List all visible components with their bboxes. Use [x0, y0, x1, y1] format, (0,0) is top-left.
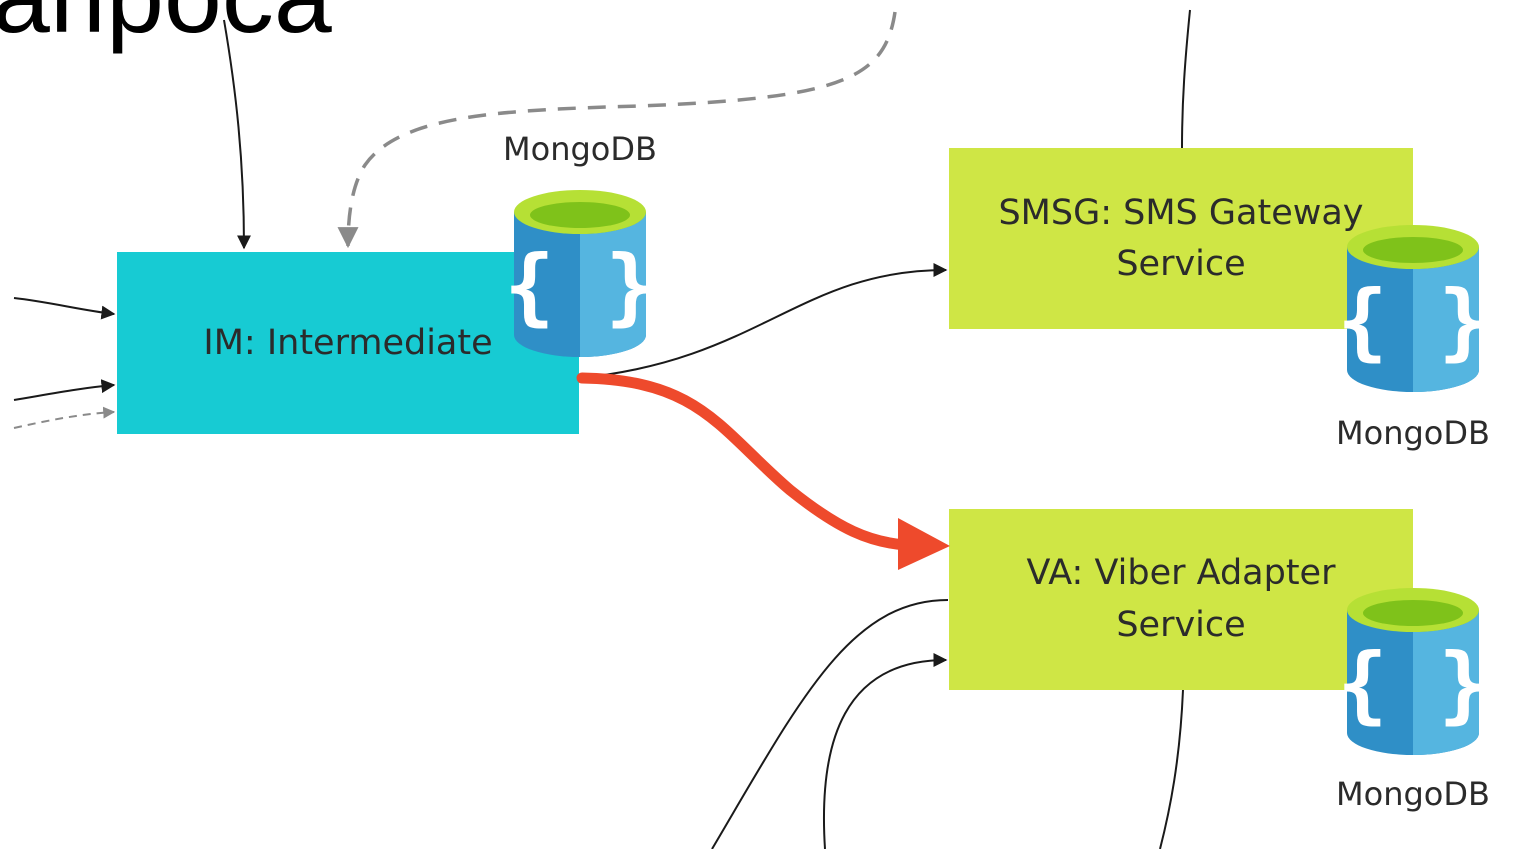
line-va-out-down	[711, 599, 949, 849]
line-top-to-smsg	[1181, 9, 1191, 149]
incoming-arrow-left-1	[13, 297, 116, 320]
title-fragment: апроса	[0, 0, 332, 55]
highlight-arrow-im-to-va	[576, 372, 911, 551]
node-va: VA: Viber Adapter Service	[949, 509, 1413, 690]
node-im-box	[117, 252, 579, 434]
va-db-label: MongoDB	[1336, 775, 1490, 813]
arrow-into-va-from-below	[822, 653, 948, 849]
node-smsg-box	[949, 148, 1413, 329]
node-im: IM: Intermediate	[117, 252, 579, 434]
node-im-label: IM: Intermediate	[203, 323, 492, 363]
mongodb-database-icon: { }	[1337, 588, 1489, 755]
node-smsg-label-line2: Service	[1116, 244, 1245, 284]
connections	[13, 9, 1191, 849]
node-smsg: SMSG: SMS Gateway Service	[949, 148, 1413, 329]
arrow-im-to-smsg	[579, 263, 948, 379]
incoming-arrow-left-dashed	[13, 406, 116, 429]
mongodb-database-icon: { }	[504, 190, 656, 357]
mongodb-database-icon: { }	[1337, 225, 1489, 392]
incoming-arrow-top	[223, 19, 251, 250]
incoming-arrow-left-2	[13, 379, 116, 401]
node-va-box	[949, 509, 1413, 690]
svg-text:{ }: { }	[1337, 635, 1489, 733]
dashed-arrow-top	[337, 11, 897, 249]
im-db-label: MongoDB	[503, 130, 657, 168]
line-va-bottom	[1159, 689, 1184, 849]
node-va-label-line2: Service	[1116, 605, 1245, 645]
svg-text:{ }: { }	[1337, 272, 1489, 370]
svg-text:{ }: { }	[504, 237, 656, 335]
node-va-label-line1: VA: Viber Adapter	[1027, 553, 1337, 593]
node-smsg-label-line1: SMSG: SMS Gateway	[998, 193, 1363, 233]
highlight-arrow-head	[898, 518, 950, 570]
smsg-db-label: MongoDB	[1336, 414, 1490, 452]
